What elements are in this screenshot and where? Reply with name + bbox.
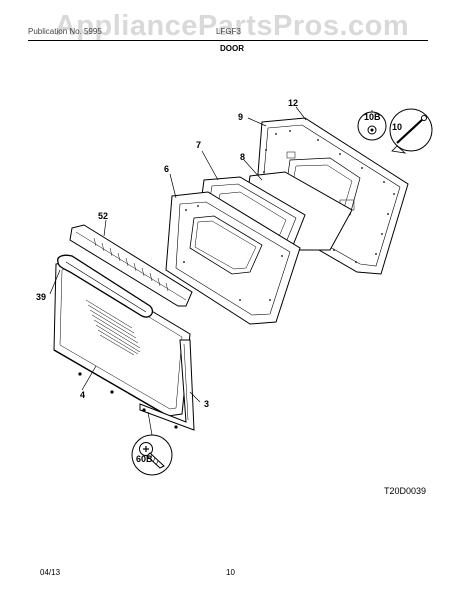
hinge-pin-assembly (357, 108, 433, 154)
door-top-trim (69, 224, 193, 307)
watermark: AppliancePartsPros.com (54, 10, 410, 42)
callout-labels: 12 9 10B 10 7 8 6 52 39 4 3 60B (36, 98, 402, 464)
callout-6: 6 (164, 164, 169, 174)
callout-7: 7 (196, 140, 201, 150)
callout-3: 3 (204, 399, 209, 409)
footer-page-number: 10 (226, 568, 235, 577)
callout-12: 12 (288, 98, 298, 108)
callout-60b: 60B (136, 454, 153, 464)
model-number: LFGF3 (216, 27, 241, 36)
screw-locations (78, 372, 178, 429)
figure-code: T20D0039 (384, 486, 427, 496)
footer-date: 04/13 (40, 568, 61, 577)
door-side-trim (139, 339, 195, 431)
publication-number: Publication No. 5995 (28, 27, 102, 36)
leader-lines (49, 106, 373, 436)
door-handle (57, 254, 154, 318)
callout-52: 52 (98, 211, 108, 221)
callout-8: 8 (240, 152, 245, 162)
section-title: DOOR (220, 44, 244, 53)
callout-39: 39 (36, 292, 46, 302)
callout-10b: 10B (364, 112, 381, 122)
callout-9: 9 (238, 112, 243, 122)
callout-10: 10 (392, 122, 402, 132)
inner-glass-panel (165, 191, 301, 325)
screw-detail (131, 434, 173, 476)
header-rule (28, 40, 428, 41)
callout-4: 4 (80, 390, 85, 400)
